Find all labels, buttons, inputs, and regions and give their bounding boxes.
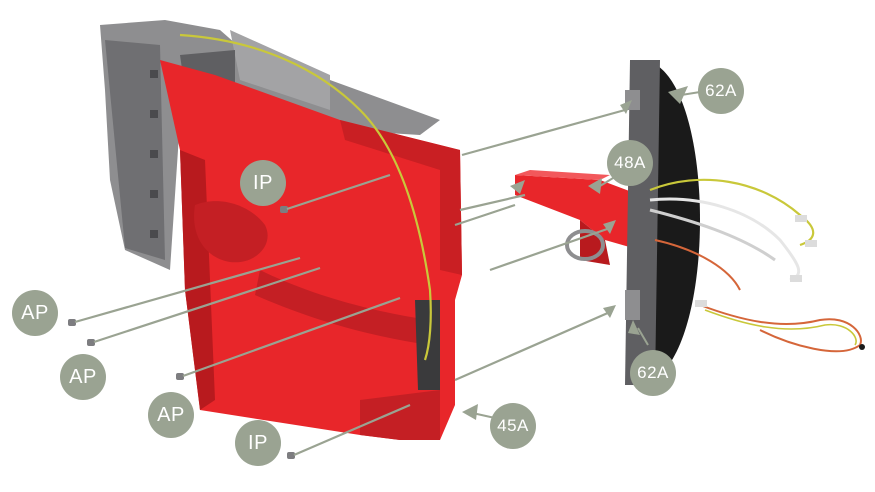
screw-icon	[280, 206, 288, 213]
leader-lines	[74, 108, 626, 457]
arrow-head-icon	[588, 178, 602, 194]
callout-ap-left: AP	[12, 290, 58, 336]
callout-ip-bottom: IP	[235, 420, 281, 466]
callout-ap-mid: AP	[60, 354, 106, 400]
arrow-head-icon	[603, 220, 616, 234]
screw-icon	[176, 373, 184, 380]
callout-ap-bottom: AP	[148, 392, 194, 438]
lamp-wires	[649, 178, 865, 353]
screw-icon	[87, 339, 95, 346]
arrow-head-icon	[603, 305, 616, 318]
screw-icon	[68, 319, 76, 326]
arrow-head-icon	[620, 100, 632, 114]
callout-45a: 45A	[490, 403, 536, 449]
callout-ip-top: IP	[240, 160, 286, 206]
arrow-head-icon	[628, 320, 640, 335]
yellow-green-wire	[179, 33, 432, 361]
callout-62a-top: 62A	[698, 68, 744, 114]
lamp-unit	[625, 60, 700, 385]
arrow-head-icon	[510, 180, 525, 194]
callout-62a-bottom: 62A	[630, 350, 676, 396]
callout-48a: 48A	[607, 140, 653, 186]
screws	[68, 206, 295, 459]
screw-icon	[287, 452, 295, 459]
